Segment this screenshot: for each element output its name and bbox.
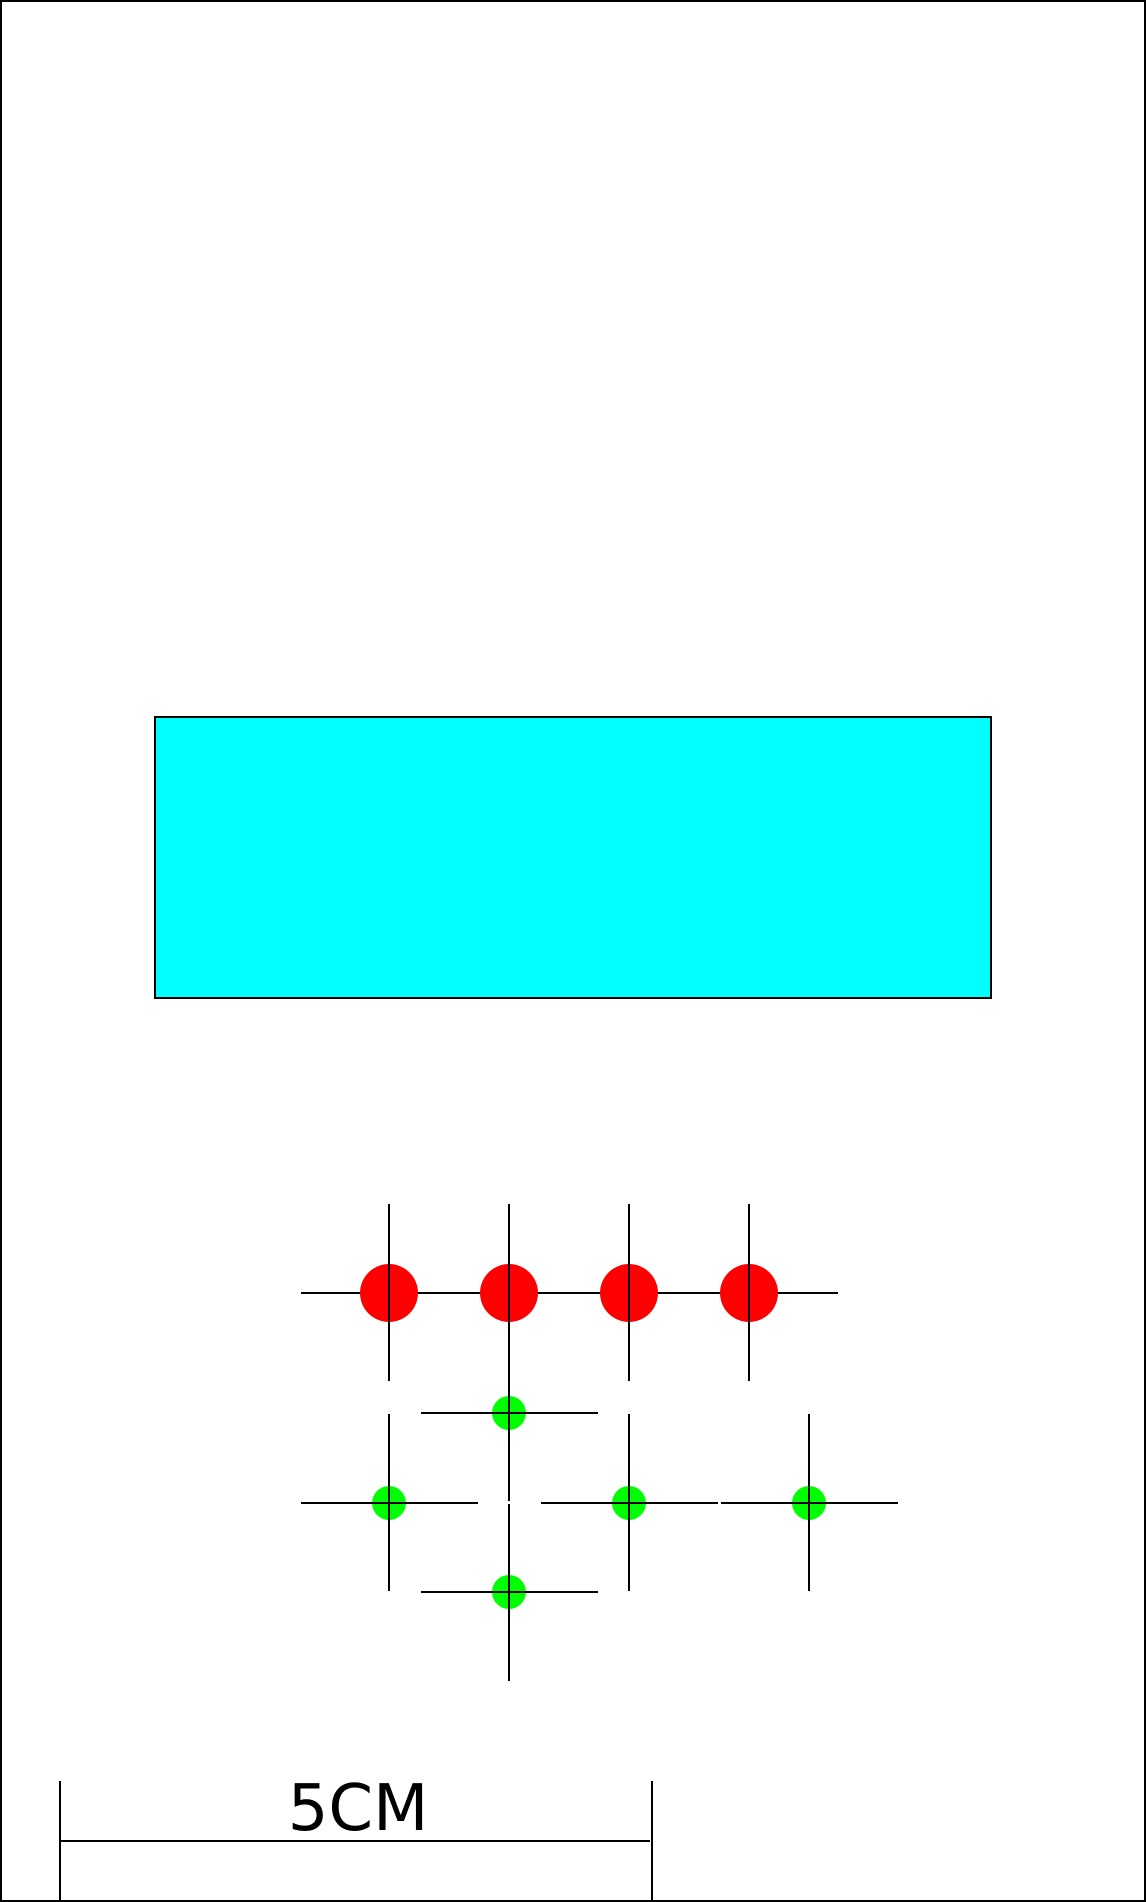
red-marker-1: [360, 1204, 418, 1381]
cyan-panel: [154, 716, 992, 999]
scale-bar: 5CM: [59, 1772, 653, 1902]
green-marker-right: [721, 1414, 898, 1591]
green-marker-top: [421, 1381, 598, 1501]
green-marker-middle: [541, 1414, 718, 1591]
green-marker-cluster: [301, 1381, 898, 1681]
scale-bar-label: 5CM: [288, 1772, 429, 1846]
green-marker-bottom: [421, 1504, 598, 1681]
red-marker-row: [301, 1204, 838, 1381]
red-marker-4: [720, 1204, 778, 1381]
red-marker-3: [600, 1204, 658, 1381]
green-marker-left: [301, 1414, 478, 1591]
red-marker-2: [480, 1204, 538, 1381]
